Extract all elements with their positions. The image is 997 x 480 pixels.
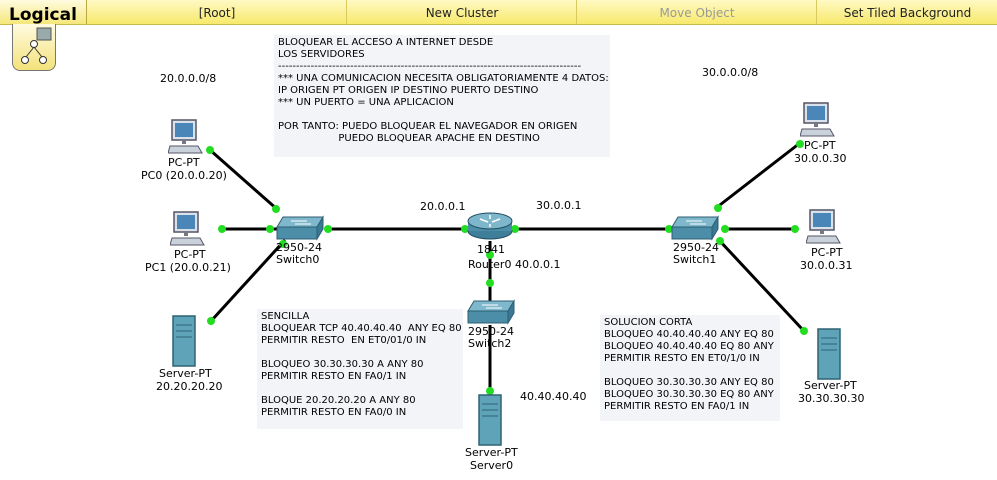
- server0-name: Server0: [470, 459, 514, 472]
- note-line: *** UNA COMUNICACION NECESITA OBLIGATORI…: [278, 73, 609, 84]
- note-line: [278, 109, 606, 121]
- topology-links: [206, 140, 808, 395]
- server-30-type: Server-PT: [804, 379, 857, 392]
- router0-name: Router0: [468, 258, 512, 271]
- server-icon: [478, 394, 502, 446]
- network-label-30: 30.0.0.0/8: [702, 66, 759, 79]
- server-icon: [172, 315, 196, 367]
- switch-icon: [671, 215, 719, 241]
- server-30-name: 30.30.30.30: [798, 392, 865, 405]
- server-20-device[interactable]: [172, 315, 196, 367]
- switch-icon: [276, 215, 324, 241]
- link-switch1-pc30: [715, 141, 801, 210]
- set-tiled-background-button[interactable]: Set Tiled Background: [816, 0, 997, 24]
- workspace-toolbar: [Root] New Cluster Move Object Set Tiled…: [0, 0, 997, 25]
- server-20-name: 20.20.20.20: [156, 380, 223, 393]
- pc-icon: [799, 102, 835, 137]
- note-line: PERMITIR RESTO EN FA0/1 IN: [261, 371, 407, 382]
- pc31-device[interactable]: [805, 209, 842, 245]
- link-pc0-switch0: [209, 148, 279, 212]
- note-line: BLOQUEAR EL ACCESO A INTERNET DESDE: [278, 37, 494, 48]
- pc0-device[interactable]: [167, 119, 204, 155]
- router-if-left-label: 20.0.0.1: [420, 200, 466, 213]
- note-line: SOLUCION CORTA: [604, 317, 693, 328]
- switch2-type: 2950-24: [468, 325, 514, 338]
- note-line: BLOQUEO 40.40.40.40 EQ 80 ANY: [604, 341, 774, 352]
- note-line: BLOQUEO 30.30.30.30 A ANY 80: [261, 359, 424, 370]
- switch2-device[interactable]: [464, 299, 516, 325]
- note-line: BLOQUE 20.20.20.20 A ANY 80: [261, 395, 416, 406]
- server-icon: [817, 328, 841, 380]
- switch1-name: Switch1: [673, 253, 717, 266]
- link-switch1-server30: [716, 237, 805, 332]
- router-if-bottom-label: 40.0.0.1: [515, 258, 561, 271]
- move-object-button[interactable]: Move Object: [576, 0, 817, 24]
- pc1-type: PC-PT: [174, 248, 206, 261]
- pc-icon: [805, 209, 841, 244]
- switch1-device[interactable]: [668, 215, 720, 241]
- new-cluster-button[interactable]: New Cluster: [346, 0, 577, 24]
- switch-icon: [467, 299, 515, 325]
- note-line: LOS SERVIDORES: [278, 49, 365, 60]
- note-line: PERMITIR RESTO EN ET0/1/0 IN: [604, 353, 760, 364]
- note-line: *** UN PUERTO = UNA APLICACION: [278, 97, 454, 108]
- note-line: BLOQUEO 40.40.40.40 ANY EQ 80: [604, 329, 774, 340]
- note-line: IP ORIGEN PT ORIGEN IP DESTINO PUERTO DE…: [278, 85, 539, 96]
- note-line: [261, 383, 459, 395]
- pc1-name: PC1 (20.0.0.21): [145, 261, 231, 274]
- network-label-40: 40.40.40.40: [520, 390, 587, 403]
- router0-device[interactable]: [466, 211, 514, 241]
- switch0-type: 2950-24: [276, 241, 322, 254]
- note-line: ----------------------------------------…: [278, 61, 582, 72]
- network-label-20: 20.0.0.0/8: [160, 72, 217, 85]
- switch0-name: Switch0: [276, 253, 320, 266]
- note-line: BLOQUEAR TCP 40.40.40.40 ANY EQ 80: [261, 323, 462, 334]
- logical-view-button[interactable]: [12, 24, 56, 71]
- router-icon: [467, 212, 513, 240]
- note-line: POR TANTO: PUEDO BLOQUEAR EL NAVEGADOR E…: [278, 121, 578, 132]
- pc0-type: PC-PT: [168, 156, 200, 169]
- note-line: BLOQUEO 30.30.30.30 ANY EQ 80: [604, 377, 774, 388]
- note-line: PERMITIR RESTO EN ET0/01/0 IN: [261, 335, 427, 346]
- note-line: PUEDO BLOQUEAR APACHE EN DESTINO: [278, 133, 540, 144]
- note-line: BLOQUEO 30.30.30.30 EQ 80 ANY: [604, 389, 774, 400]
- note-line: [604, 365, 776, 377]
- note-line: PERMITIR RESTO EN FA0/1 IN: [604, 401, 750, 412]
- switch0-device[interactable]: [273, 215, 325, 241]
- server-30-device[interactable]: [817, 328, 841, 380]
- topology-icon: [21, 27, 52, 64]
- root-button[interactable]: [Root]: [86, 0, 347, 24]
- pc31-name: 30.0.0.31: [800, 259, 853, 272]
- pc0-name: PC0 (20.0.0.20): [141, 169, 227, 182]
- pc30-device[interactable]: [799, 102, 836, 138]
- server0-type: Server-PT: [465, 446, 518, 459]
- link-server-switch0: [210, 238, 287, 322]
- pc30-type: PC-PT: [804, 139, 836, 152]
- switch2-name: Switch2: [468, 337, 512, 350]
- pc1-device[interactable]: [169, 211, 206, 247]
- server0-device[interactable]: [478, 394, 502, 446]
- note-line: PERMITIR RESTO EN FA0/0 IN: [261, 407, 407, 418]
- note-line: SENCILLA: [261, 311, 310, 322]
- pc-icon: [167, 119, 203, 154]
- switch1-type: 2950-24: [673, 241, 719, 254]
- server-20-type: Server-PT: [159, 367, 212, 380]
- logical-tab[interactable]: Logical: [0, 0, 87, 25]
- router-if-right-label: 30.0.0.1: [536, 199, 582, 212]
- note-line: [261, 347, 459, 359]
- router0-type: 1841: [477, 243, 505, 256]
- pc31-type: PC-PT: [811, 246, 843, 259]
- pc30-name: 30.0.0.30: [794, 152, 847, 165]
- pc-icon: [169, 211, 205, 246]
